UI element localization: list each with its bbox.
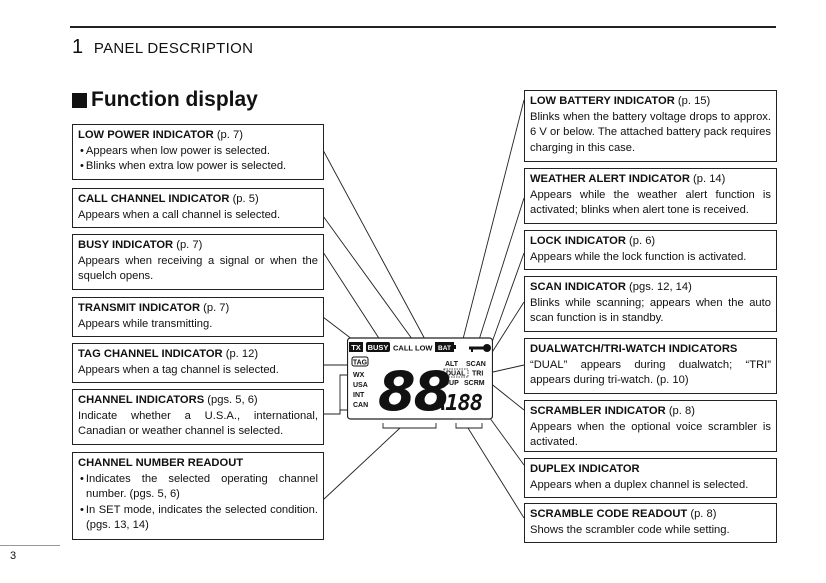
tri-indicator: TRI [472,371,483,378]
wx-indicator: WX [353,372,365,379]
section-number: 1 [72,36,84,58]
tag-indicator: TAG [353,360,368,367]
scramble-code-box: SCRAMBLE CODE READOUT (p. 8) Shows the s… [524,503,777,543]
tx-indicator: TX [351,343,361,352]
scrambler-box: SCRAMBLER INDICATOR (p. 8) Appears when … [524,400,777,452]
lcd-display: TX BUSY CALL LOW BAT TAG WX USA INT CAN … [347,337,493,420]
battery-indicator: BAT [438,345,451,352]
channel-number-box: CHANNEL NUMBER READOUT Indicates the sel… [72,452,324,540]
square-bullet-icon [72,92,87,108]
can-indicator: CAN [353,402,368,409]
low-battery-box: LOW BATTERY INDICATOR (p. 15) Blinks whe… [524,90,777,162]
busy-indicator: BUSY [368,343,389,352]
dual-indicator: DUAL [446,371,466,378]
scrm-indicator: SCRM [464,380,485,387]
scan-box: SCAN INDICATOR (pgs. 12, 14) Blinks whil… [524,276,777,332]
weather-alert-box: WEATHER ALERT INDICATOR (p. 14) Appears … [524,168,777,224]
channel-indicators-box: CHANNEL INDICATORS (pgs. 5, 6) Indicate … [72,389,324,445]
call-channel-box: CALL CHANNEL INDICATOR (p. 5) Appears wh… [72,188,324,228]
lock-box: LOCK INDICATOR (p. 6) Appears while the … [524,230,777,270]
dup-indicator: DUP [444,380,459,387]
low-indicator: LOW [415,344,433,353]
section-header: 1 PANEL DESCRIPTION [72,36,253,59]
tag-channel-box: TAG CHANNEL INDICATOR (p. 12) Appears wh… [72,343,324,383]
call-indicator: CALL [393,344,413,353]
channel-number-readout: 88 [378,360,450,420]
busy-box: BUSY INDICATOR (p. 7) Appears when recei… [72,234,324,290]
key-icon [469,344,491,352]
page-number: 3 [10,550,17,562]
page-title: Function display [72,88,258,112]
footer-rule [0,545,60,546]
low-power-box: LOW POWER INDICATOR (p. 7) Appears when … [72,124,324,180]
int-indicator: INT [353,392,365,399]
dualwatch-box: DUALWATCH/TRI-WATCH INDICATORS “DUAL” ap… [524,338,777,394]
alt-indicator: ALT [445,361,459,368]
usa-indicator: USA [353,382,368,389]
transmit-box: TRANSMIT INDICATOR (p. 7) Appears while … [72,297,324,337]
scramble-code-readout: A188 [431,391,483,416]
duplex-box: DUPLEX INDICATOR Appears when a duplex c… [524,458,777,498]
header-rule [70,26,776,28]
scan-indicator: SCAN [466,361,486,368]
section-title: PANEL DESCRIPTION [93,40,254,57]
